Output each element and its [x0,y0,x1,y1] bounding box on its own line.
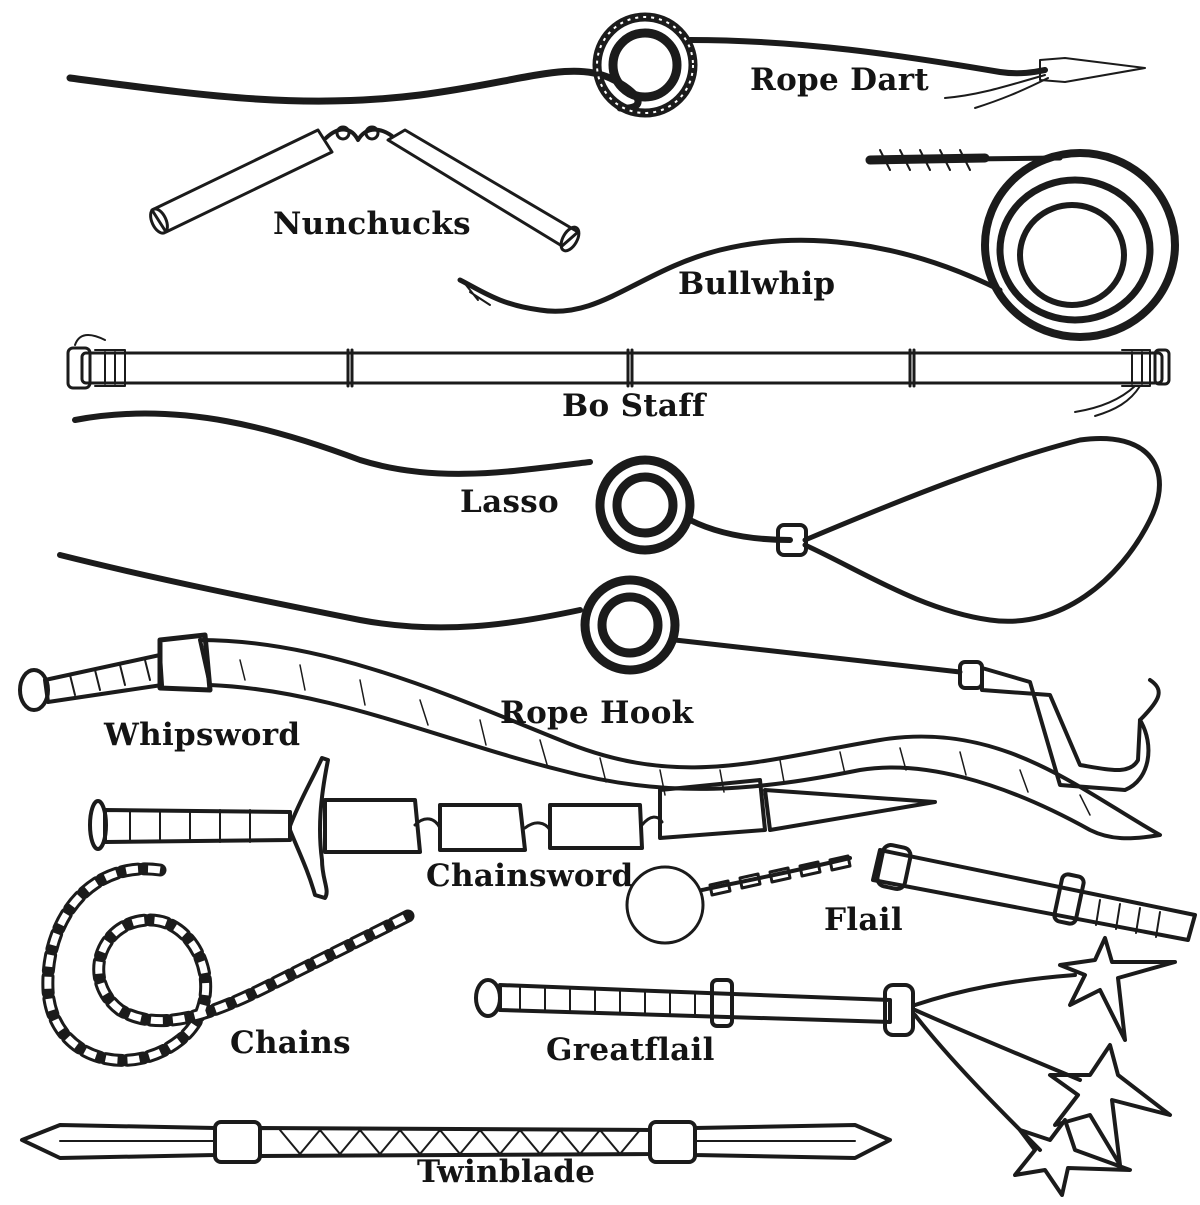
rope-dart-drawing [66,12,1146,118]
label-nunchucks: Nunchucks [273,206,471,242]
chains-drawing [41,862,417,1067]
flail-drawing [625,843,1197,945]
chainsword-drawing [88,756,937,900]
label-flail: Flail [824,902,903,938]
nunchucks-drawing [149,125,581,253]
label-bo-staff: Bo Staff [562,388,706,424]
label-rope-hook: Rope Hook [500,695,694,731]
bo-staff-drawing [66,334,1171,417]
twinblade-drawing [20,1120,892,1164]
greatflail-drawing [474,936,1177,1197]
label-chainsword: Chainsword [426,858,634,894]
label-whipsword: Whipsword [104,717,301,753]
label-bullwhip: Bullwhip [678,266,836,302]
label-lasso: Lasso [460,484,559,520]
whipsword-drawing [18,632,1162,841]
bullwhip-drawing [457,149,1179,341]
label-rope-dart: Rope Dart [750,62,929,98]
rope-hook-drawing [57,552,1161,792]
label-twinblade: Twinblade [417,1154,596,1190]
label-chains: Chains [230,1025,351,1061]
label-greatflail: Greatflail [546,1032,715,1068]
lasso-drawing [72,410,1162,624]
